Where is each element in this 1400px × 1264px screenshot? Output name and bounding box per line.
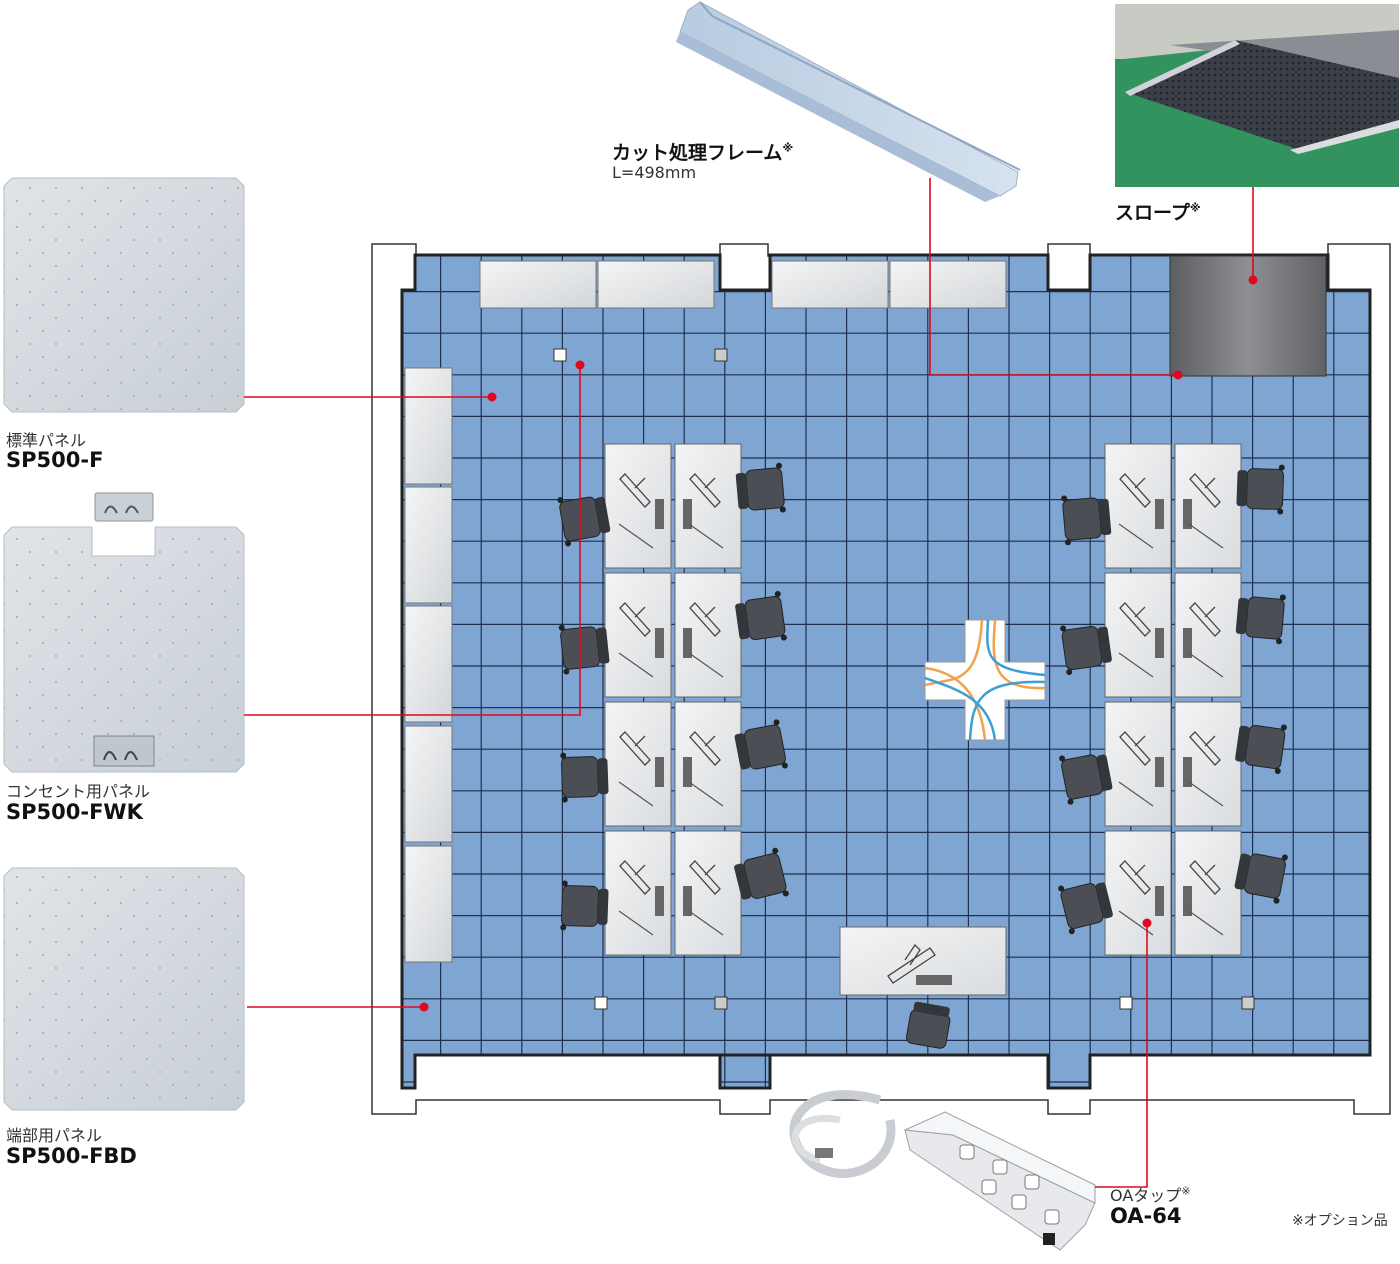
desk: [604, 443, 672, 569]
keyboard-icon: [1155, 757, 1164, 787]
footnote: ※オプション品: [1292, 1213, 1388, 1229]
desk: [1104, 701, 1172, 827]
power-strip-image: [789, 1090, 1096, 1251]
office-chair-icon: [735, 590, 787, 641]
office-chair-icon: [1058, 882, 1113, 935]
office-chair-icon: [1234, 853, 1288, 904]
oa-tap-model: OA-64: [1110, 1204, 1182, 1228]
office-chair-icon: [560, 880, 609, 931]
desk: [1104, 572, 1172, 698]
keyboard-icon: [1183, 499, 1192, 529]
desk: [674, 701, 742, 827]
desk: [674, 572, 742, 698]
office-chair-icon: [734, 847, 789, 900]
monitor-icon: [689, 602, 721, 637]
edge-panel-name: 端部用パネル: [6, 1126, 103, 1145]
office-chair-icon: [1235, 724, 1287, 775]
cable-cutout: [924, 619, 1046, 741]
desk-groups: [557, 443, 1288, 956]
monitor-icon: [1119, 602, 1151, 637]
oa-tap-name: OAタップ※: [1110, 1184, 1191, 1205]
keyboard-icon: [683, 628, 692, 658]
office-chair-icon: [1059, 754, 1113, 805]
standard-panel-name: 標準パネル: [6, 431, 87, 450]
slope-area: [1169, 255, 1327, 377]
keyboard-icon: [655, 628, 664, 658]
monitor-icon: [689, 473, 721, 508]
office-chair-icon: [560, 752, 609, 803]
desk: [1174, 701, 1242, 827]
leader-lines: [244, 178, 1258, 1188]
keyboard-icon: [1155, 886, 1164, 916]
cut-frame-length: L=498mm: [612, 163, 697, 182]
desk: [604, 830, 672, 956]
keyboard-icon: [1183, 757, 1192, 787]
office-chair-icon: [1235, 594, 1286, 645]
standard-panel-image: [3, 177, 245, 413]
desk: [674, 443, 742, 569]
desk: [674, 830, 742, 956]
keyboard-icon: [655, 499, 664, 529]
frame-image: [676, 1, 1021, 202]
office-chair-icon: [734, 719, 788, 770]
desk: [604, 701, 672, 827]
outlet-panel-name: コンセント用パネル: [6, 782, 151, 801]
desk: [1174, 830, 1242, 956]
floor-outlets: [553, 348, 1255, 1010]
monitor-icon: [1189, 860, 1221, 895]
keyboard-icon: [655, 886, 664, 916]
monitor-icon: [1189, 731, 1221, 766]
monitor-icon: [1189, 473, 1221, 508]
office-chair-icon: [905, 1001, 951, 1049]
keyboard-icon: [683, 499, 692, 529]
slope-photo: [1115, 4, 1399, 187]
keyboard-icon: [1155, 628, 1164, 658]
cut-frame-name: カット処理フレーム※: [612, 141, 794, 164]
presenter-desk: [839, 926, 1007, 1049]
monitor-icon: [619, 602, 651, 637]
edge-panel-image: [3, 867, 245, 1111]
keyboard-icon: [916, 975, 952, 985]
desk: [604, 572, 672, 698]
outlet-panel-model: SP500-FWK: [6, 800, 143, 824]
desk: [1104, 443, 1172, 569]
office-chair-icon: [1060, 625, 1112, 676]
outlet-cover-image: [94, 492, 154, 522]
keyboard-icon: [683, 886, 692, 916]
office-chair-icon: [735, 462, 786, 513]
edge-panel-model: SP500-FBD: [6, 1144, 137, 1168]
monitor-icon: [1119, 473, 1151, 508]
monitor-icon: [1119, 731, 1151, 766]
office-chair-icon: [1061, 495, 1112, 546]
desk: [1174, 572, 1242, 698]
monitor-icon: [619, 473, 651, 508]
outlet-panel-image: [3, 526, 245, 773]
keyboard-icon: [1183, 886, 1192, 916]
top-cabinets: [479, 260, 1007, 309]
standard-panel-model: SP500-F: [6, 448, 104, 472]
monitor-icon: [1189, 602, 1221, 637]
keyboard-icon: [1155, 499, 1164, 529]
monitor-icon: [1119, 860, 1151, 895]
keyboard-icon: [1183, 628, 1192, 658]
monitor-icon: [619, 860, 651, 895]
office-chair-icon: [1236, 464, 1285, 515]
keyboard-icon: [683, 757, 692, 787]
monitor-icon: [619, 731, 651, 766]
keyboard-icon: [655, 757, 664, 787]
left-cabinets: [404, 367, 453, 963]
slope-name: スロープ※: [1115, 201, 1201, 224]
desk: [1174, 443, 1242, 569]
monitor-icon: [689, 731, 721, 766]
monitor-icon: [689, 860, 721, 895]
desk: [1104, 830, 1172, 956]
